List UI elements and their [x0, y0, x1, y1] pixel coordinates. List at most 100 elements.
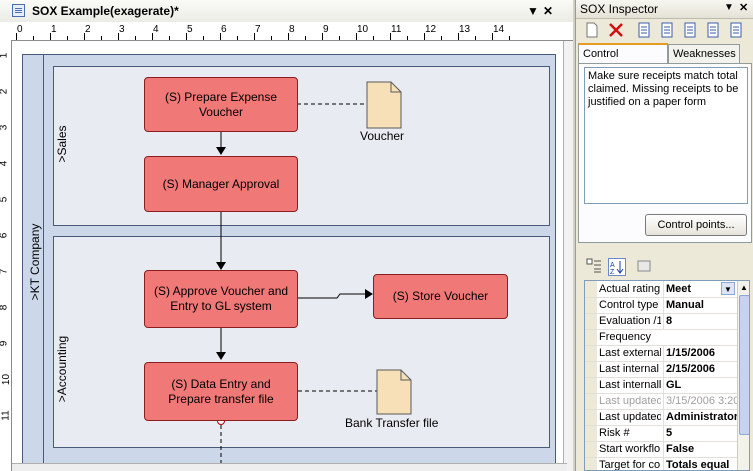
property-value[interactable]: 8: [663, 313, 737, 329]
tab-weaknesses[interactable]: Weaknesses: [668, 44, 740, 63]
ruler-tick-label: 11: [0, 410, 12, 421]
property-value[interactable]: Meet: [663, 281, 737, 297]
ruler-tick-label: 2: [0, 89, 9, 95]
task-prepare-expense-voucher[interactable]: (S) Prepare Expense Voucher: [144, 77, 298, 132]
property-name: Last internal: [599, 363, 659, 375]
property-row[interactable]: Last internal 2/15/2006: [585, 361, 737, 378]
task-approve-voucher[interactable]: (S) Approve Voucher and Entry to GL syst…: [144, 270, 298, 328]
ruler-tick-label: 7: [0, 269, 9, 275]
task-data-entry[interactable]: (S) Data Entry and Prepare transfer file: [144, 362, 298, 421]
property-name: Evaluation /1: [599, 315, 661, 327]
ruler-tick-label: 8: [0, 305, 9, 311]
property-grid-scrollbar[interactable]: ▲: [737, 281, 749, 470]
tab-control-definition[interactable]: Control definition: [578, 43, 668, 78]
ruler-tick-label: 3: [0, 125, 9, 131]
task-manager-approval[interactable]: (S) Manager Approval: [144, 156, 298, 212]
categorized-icon[interactable]: [586, 258, 602, 274]
horizontal-scrollbar[interactable]: [12, 463, 567, 471]
flow-approve-store: [298, 293, 367, 299]
ruler-tick: [356, 33, 357, 40]
property-value[interactable]: Totals equal: [663, 457, 737, 470]
ruler-tick: [254, 33, 255, 40]
alphabetical-sort-icon[interactable]: AZ: [608, 258, 626, 276]
task-store-voucher[interactable]: (S) Store Voucher: [373, 274, 508, 319]
scroll-up-icon[interactable]: ▲: [740, 283, 748, 292]
property-name: Start workflo: [599, 443, 661, 455]
pin-icon[interactable]: ▼: [724, 2, 734, 13]
new-document-icon[interactable]: [584, 22, 600, 38]
inspector-titlebar: SOX Inspector ▼ ✕: [576, 0, 753, 19]
arrowhead: [216, 352, 226, 360]
property-value[interactable]: GL: [663, 377, 737, 393]
property-name: Control type: [599, 299, 659, 311]
document-icon[interactable]: [682, 22, 698, 38]
property-value[interactable]: 5: [663, 425, 737, 441]
delete-icon[interactable]: [608, 22, 624, 38]
ruler-tick: [152, 33, 153, 40]
property-name: Risk #: [599, 427, 630, 439]
dropdown-arrow-icon[interactable]: ▼: [721, 282, 735, 295]
scroll-thumb[interactable]: [739, 295, 749, 435]
voucher-document-icon[interactable]: [366, 81, 402, 129]
control-points-button[interactable]: Control points...: [645, 214, 747, 236]
ruler-minor-tick: [169, 36, 170, 40]
lane-sales[interactable]: >Sales: [53, 66, 550, 226]
close-icon[interactable]: ✕: [739, 2, 749, 14]
ruler-tick-label: 4: [0, 161, 9, 167]
bank-transfer-document-icon[interactable]: [376, 369, 412, 415]
property-value[interactable]: 3/15/2006 3:20: [663, 393, 737, 409]
property-row[interactable]: Risk # 5: [585, 425, 737, 442]
ruler-minor-tick: [135, 36, 136, 40]
arrowhead: [216, 147, 226, 155]
inspector-title: SOX Inspector: [580, 2, 659, 16]
document-icon[interactable]: [705, 22, 721, 38]
property-name: Last internally: [599, 379, 661, 391]
property-row[interactable]: Control type Manual: [585, 297, 737, 314]
tab-body: Make sure receipts match total claimed. …: [578, 63, 752, 243]
property-value[interactable]: False: [663, 441, 737, 457]
property-value[interactable]: Administrator: [663, 409, 737, 425]
ruler-tick: [322, 33, 323, 40]
control-definition-text[interactable]: Make sure receipts match total claimed. …: [584, 67, 748, 204]
diagram-canvas[interactable]: >KT Company >Sales >Accounting: [12, 41, 567, 471]
ruler-tick-label: 14: [493, 24, 505, 35]
ruler-tick: [492, 33, 493, 40]
document-title: SOX Example(exagerate)*: [32, 4, 179, 18]
property-value[interactable]: Manual: [663, 297, 737, 313]
ruler-minor-tick: [101, 36, 102, 40]
property-pages-icon[interactable]: [636, 258, 652, 274]
inspector-toolbar: [576, 19, 753, 43]
dropdown-arrow-icon[interactable]: ▼: [527, 4, 539, 18]
ruler-tick-label: 7: [255, 24, 261, 35]
ruler-minor-tick: [237, 36, 238, 40]
arrowhead: [216, 262, 226, 270]
document-titlebar: SOX Example(exagerate)* ▼ ✕: [0, 0, 573, 23]
document-icon[interactable]: [636, 22, 652, 38]
document-icon[interactable]: [728, 22, 744, 38]
lane-accounting[interactable]: >Accounting: [53, 236, 550, 448]
row-gutter: [585, 409, 597, 425]
close-icon[interactable]: ✕: [542, 4, 554, 18]
voucher-caption: Voucher: [360, 129, 405, 143]
ruler-tick: [16, 33, 17, 40]
property-row[interactable]: Frequency: [585, 329, 737, 346]
ruler-tick-label: 3: [119, 24, 125, 35]
row-gutter: [585, 441, 597, 457]
vertical-scrollbar[interactable]: [563, 41, 573, 471]
property-value[interactable]: 1/15/2006: [663, 345, 737, 361]
property-value[interactable]: 2/15/2006: [663, 361, 737, 377]
ruler-minor-tick: [33, 36, 34, 40]
row-gutter: [585, 297, 597, 313]
document-icon[interactable]: [659, 22, 675, 38]
ruler-tick-label: 6: [221, 24, 227, 35]
